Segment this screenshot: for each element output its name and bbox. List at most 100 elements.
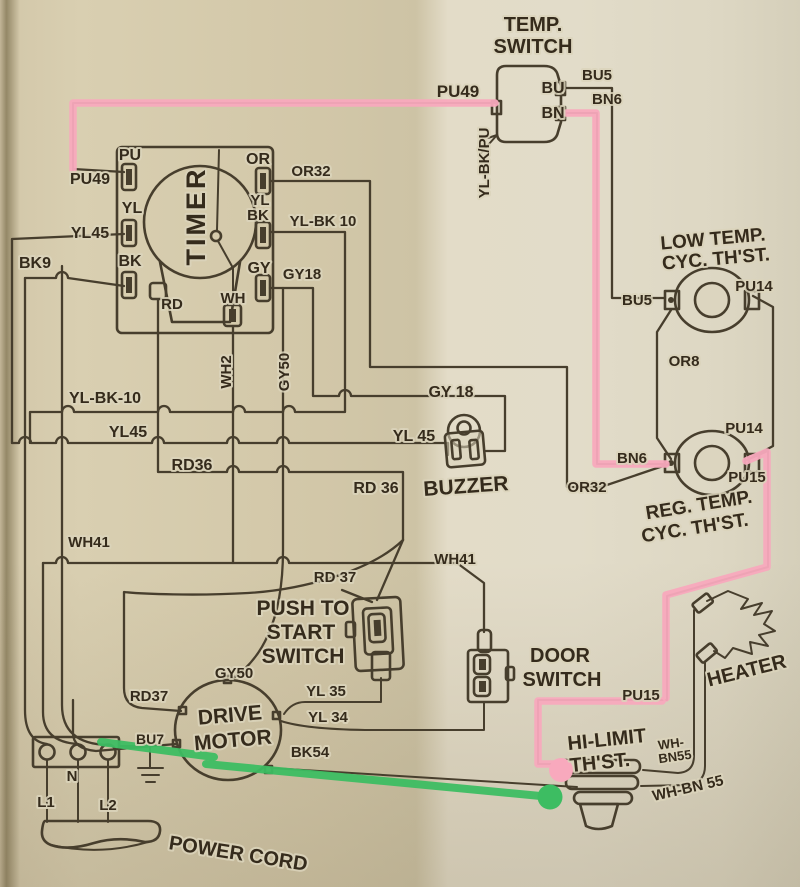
wire-label-wh41-mid: WH41 (434, 551, 476, 568)
heater-symbol (691, 590, 776, 664)
power-cord-l1-label: L1 (37, 794, 55, 811)
temp-switch-title-1: TEMP. (504, 14, 563, 36)
wire-label-gy50: GY50 (276, 353, 293, 391)
wire-yl34 (280, 701, 485, 731)
wire-label-rd37-motor: RD37 (130, 688, 168, 705)
wire-heater-lead-2 (640, 661, 706, 787)
timer-symbol (115, 145, 275, 335)
wire-label-bu5-top: BU5 (582, 67, 612, 84)
timer-terminal-wh-label: WH (221, 290, 246, 307)
wire-label-ylbk10-top: YL-BK 10 (290, 213, 357, 230)
wire-gy50 (230, 286, 285, 681)
wire-label-gy50-motor: GY50 (215, 665, 253, 682)
wire-bu5 (564, 86, 667, 300)
wire-label-bk9: BK9 (19, 255, 51, 272)
drive-motor-symbol (171, 674, 283, 782)
wire-label-bn6-top: BN6 (592, 91, 622, 108)
power-cord-n-label: N (67, 768, 78, 785)
wire-label-bn6-low: BN6 (617, 450, 647, 467)
pink-endpoint-dot (549, 758, 573, 782)
wire-label-gy18-top: GY18 (283, 266, 321, 283)
motor-title-2: MOTOR (193, 726, 272, 756)
timer-terminal-bk (120, 270, 138, 300)
wire-wh41 (41, 555, 486, 634)
wire-label-pu14-mid: PU14 (725, 420, 763, 437)
buzzer-symbol (443, 413, 487, 469)
wire-rd37 (122, 538, 405, 713)
timer-terminal-gy (254, 273, 272, 303)
wire-or32 (268, 179, 671, 489)
power-cord-l2-label: L2 (99, 797, 117, 814)
timer-terminal-rd-label: RD (161, 296, 183, 313)
green-highlight-path (97, 738, 563, 810)
wire-label-wh41-left: WH41 (68, 534, 110, 551)
wire-label-bu7: BU7 (136, 731, 164, 747)
timer-terminal-pu-label: PU (119, 147, 141, 164)
timer-terminal-yl2-label: YL (250, 192, 269, 209)
wire-or8 (655, 308, 673, 461)
green-endpoint-dot (537, 784, 563, 810)
timer-terminal-pu (120, 162, 138, 192)
timer-terminal-bk-label: BK (118, 253, 142, 270)
wire-rd36 (156, 298, 405, 542)
wire-label-pu49-top: PU49 (437, 82, 480, 101)
wire-label-rd36-lower: RD 36 (353, 480, 398, 497)
wire-label-pu15-bottom: PU15 (622, 687, 660, 704)
push-start-title-2: START (267, 621, 336, 644)
wire-label-rd36-mid: RD36 (172, 457, 213, 474)
push-start-title-1: PUSH TO (257, 597, 350, 620)
wire-label-yl34: YL 34 (308, 709, 348, 726)
wire-label-bk54: BK54 (291, 744, 330, 761)
wire-label-yl45-buzzer: YL 45 (393, 428, 436, 445)
timer-terminal-rd (148, 281, 168, 301)
timer-terminal-wh (222, 303, 243, 328)
push-to-start-switch-symbol (344, 595, 405, 682)
timer-terminal-or (254, 166, 272, 196)
wire-heater-lead-1 (642, 609, 695, 774)
timer-terminal-gy-label: GY (247, 260, 270, 277)
wire-label-wh2: WH2 (218, 355, 235, 388)
wire-label-whbn55-a: WH- (657, 734, 685, 752)
wire-label-yl35: YL 35 (306, 683, 346, 700)
pink-highlight-path (69, 99, 771, 782)
wire-yl45-left (10, 232, 126, 445)
timer-terminal-yl-label: YL (122, 200, 143, 217)
door-switch-title-2: SWITCH (523, 669, 602, 691)
wire-label-pu14-top: PU14 (735, 278, 773, 295)
timer-title: TIMER (181, 167, 211, 266)
wire-label-yl45-left: YL45 (71, 225, 109, 242)
wire-gy18 (268, 286, 507, 453)
door-switch-title-1: DOOR (530, 645, 591, 667)
wire-rd37-to-switch (340, 538, 405, 604)
wire-label-or8: OR8 (669, 353, 700, 370)
wire-label-ylbk10-mid: YL-BK-10 (69, 390, 141, 407)
timer-terminal-ylbk (254, 220, 272, 250)
wire-label-ylbkpu: YL-BK/PU (476, 128, 493, 199)
wire-label-whbn55-b: BN55 (657, 747, 692, 766)
wire-label-or32-mid: OR32 (567, 479, 606, 496)
wire-label-gy18-mid: GY 18 (428, 384, 473, 401)
push-start-title-3: SWITCH (262, 645, 345, 668)
wire-pu49-left (71, 167, 126, 174)
labels: TEMP. SWITCH BU BN BU5 BN6 PU49 YL-BK/PU… (17, 12, 791, 878)
wire-label-pu49-left: PU49 (70, 171, 110, 188)
wire-left-vertical-2 (41, 561, 80, 746)
temp-switch-title-2: SWITCH (494, 36, 573, 58)
timer-terminal-bk2-label: BK (247, 207, 269, 224)
wire-label-bu5-low: BU5 (622, 292, 652, 309)
wire-label-or32-top: OR32 (291, 163, 330, 180)
temp-switch-terminal-bu-label: BU (541, 80, 564, 97)
wire-label-yl45-mid: YL45 (109, 424, 147, 441)
wire-label-pu15-right: PU15 (728, 469, 766, 486)
hi-limit-thermostat-symbol (554, 758, 642, 831)
door-switch-symbol (466, 628, 516, 704)
wire-yl35 (283, 677, 382, 715)
wire-label-rd37-top: RD 37 (314, 569, 357, 586)
timer-terminal-or-label: OR (246, 151, 270, 168)
low-temp-thermostat-symbol (663, 266, 761, 334)
wire-left-vertical-1 (23, 276, 49, 746)
temp-switch-terminal-bn-label: BN (541, 105, 564, 122)
ylbkpu-pointer-icon (480, 134, 498, 154)
